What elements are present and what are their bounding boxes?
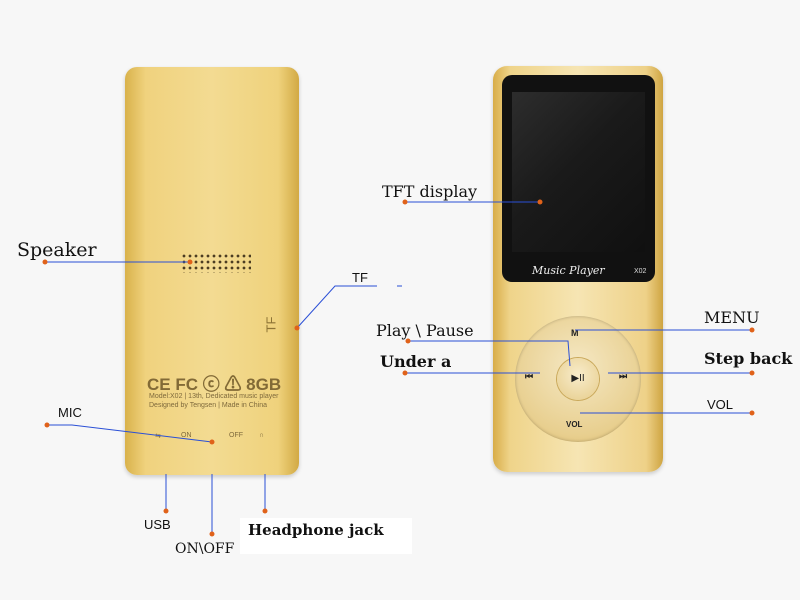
tft-screen bbox=[512, 92, 645, 252]
label-headphone-jack: Headphone jack bbox=[248, 521, 384, 539]
model-badge: X02 bbox=[634, 268, 647, 275]
label-mic: MIC bbox=[58, 405, 82, 420]
model-line-1: Model:X02 | 13th, Dedicated music player bbox=[149, 393, 279, 400]
label-background bbox=[240, 518, 412, 554]
label-vol: VOL bbox=[707, 397, 734, 412]
tft-display-end-dot bbox=[537, 199, 543, 205]
model-text: Model:X02 | 13th, Dedicated music player… bbox=[149, 392, 299, 410]
mic-leader bbox=[47, 424, 213, 443]
prev-key: ⏮ bbox=[525, 371, 534, 381]
menu-dot bbox=[749, 327, 755, 333]
step-back-dot bbox=[749, 370, 755, 376]
play-pause-key: ▶II bbox=[557, 358, 599, 400]
headphone-icon: ∩ bbox=[259, 432, 265, 439]
label-play-pause: Play \ Pause bbox=[376, 321, 474, 340]
vol-dot bbox=[749, 410, 755, 416]
switch-on-label: ON bbox=[181, 432, 192, 439]
play-pause-dot bbox=[405, 338, 411, 344]
tf-dot bbox=[294, 325, 300, 331]
label-tf: TF bbox=[352, 270, 368, 285]
tft-display-dot bbox=[402, 199, 408, 205]
play-pause-leader bbox=[408, 340, 571, 367]
speaker-dot bbox=[42, 259, 48, 265]
label-on-off: ON\OFF bbox=[175, 541, 235, 557]
player-front: Music Player X02 M VOL ⏮ ⏭ ▶II bbox=[493, 66, 663, 472]
control-wheel: M VOL ⏮ ⏭ ▶II bbox=[515, 316, 641, 442]
speaker-grille bbox=[181, 253, 251, 273]
label-speaker: Speaker bbox=[17, 239, 97, 261]
usb-dot bbox=[163, 508, 169, 514]
display-bezel: Music Player X02 bbox=[502, 75, 655, 282]
headphone-dot bbox=[262, 508, 268, 514]
speaker-end-dot bbox=[187, 259, 193, 265]
vol-key: VOL bbox=[566, 420, 583, 429]
on-off-dot bbox=[209, 531, 215, 537]
mic-end-dot bbox=[209, 439, 215, 445]
label-under-a: Under a bbox=[380, 352, 452, 371]
under-a-dot bbox=[402, 370, 408, 376]
label-usb: USB bbox=[144, 517, 171, 532]
brand-logo: Music Player bbox=[532, 264, 605, 277]
label-menu: MENU bbox=[704, 308, 760, 327]
next-key: ⏭ bbox=[619, 371, 628, 381]
player-back: TF CE FC ⓒ ⚠ 8GB Model:X02 | 13th, Dedic… bbox=[125, 67, 299, 475]
menu-key: M bbox=[571, 328, 579, 338]
label-tft-display: TFT display bbox=[382, 182, 478, 201]
mic-dot bbox=[44, 422, 50, 428]
usb-icon: ⇆ bbox=[155, 433, 161, 440]
switch-off-label: OFF bbox=[229, 432, 243, 439]
label-step-back: Step back bbox=[704, 349, 793, 368]
model-line-2: Designed by Tengsen | Made in China bbox=[149, 402, 268, 409]
label-tf-mask bbox=[377, 283, 397, 293]
certification-marks: CE FC ⓒ ⚠ 8GB bbox=[147, 375, 282, 394]
